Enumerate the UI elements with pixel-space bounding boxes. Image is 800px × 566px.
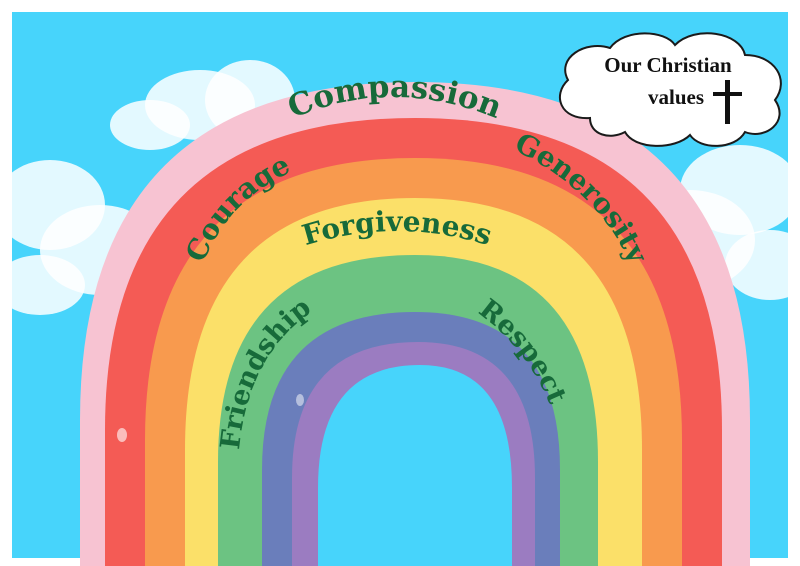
highlight (296, 394, 304, 406)
rainbow-inner-sky (318, 365, 512, 566)
rainbow (80, 82, 750, 566)
heading-line-2: values (648, 85, 704, 109)
heading-cloud: Our Christian values (558, 32, 782, 147)
heading-line-1: Our Christian (604, 53, 732, 77)
cross-icon (713, 80, 742, 124)
highlight (117, 428, 127, 442)
